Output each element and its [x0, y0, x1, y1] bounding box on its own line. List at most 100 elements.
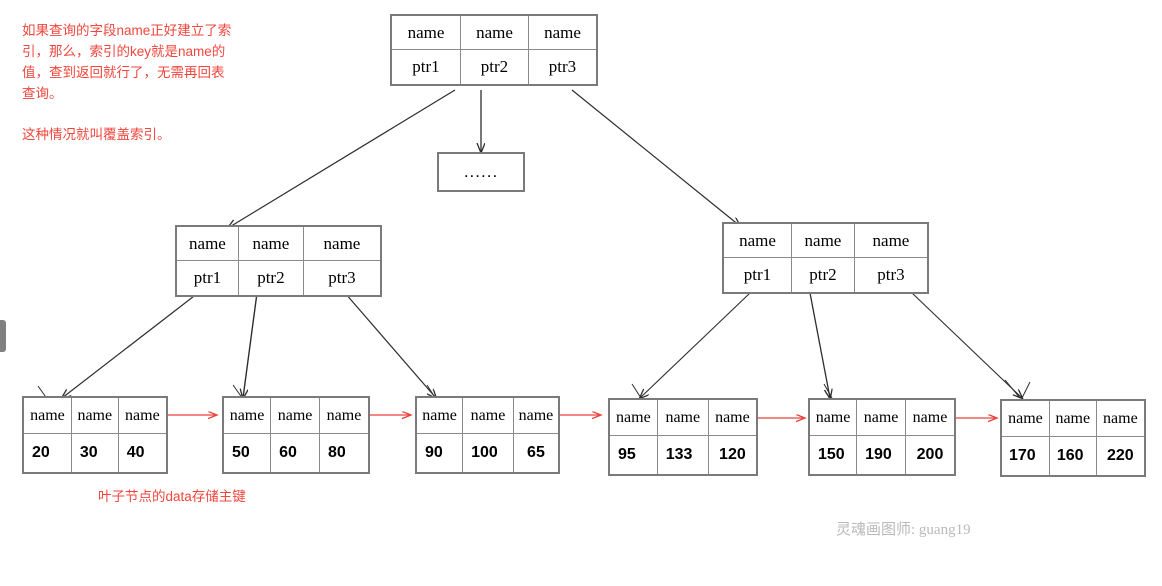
annotation-covering-index-name: 这种情况就叫覆盖索引。	[22, 127, 171, 142]
edge-right-internal-to-leaf-5	[809, 292, 830, 398]
edge-root-to-right-internal	[571, 89, 740, 226]
leaf-6-key-2: name	[1095, 401, 1144, 436]
leaf-1-key-2: name	[117, 398, 166, 433]
leaf-6-key-0: name	[1008, 409, 1043, 427]
internal-right-key-row: name name name	[724, 224, 927, 258]
root-key-row: name name name	[392, 16, 596, 50]
leaf-6-value-1: 160	[1048, 437, 1096, 475]
watermark-author: 灵魂画图师: guang19	[836, 522, 971, 538]
root-pointer-row: ptr1 ptr2 ptr3	[392, 50, 596, 84]
annotation-covering-index: 如果查询的字段name正好建立了索引，那么，索引的key就是name的值，查到返…	[22, 23, 232, 101]
internal-left-key-1: name	[237, 227, 303, 260]
leaf-5-value-row: 150 190 200	[810, 436, 954, 474]
leaf-4-value-2: 120	[707, 436, 756, 474]
leaf-node-3[interactable]: name name name 90 100 65	[415, 396, 560, 474]
internal-node-right[interactable]: name name name ptr1 ptr2 ptr3	[722, 222, 929, 294]
leaf-2-key-row: name name name	[224, 398, 368, 434]
leaf-3-value-1: 100	[462, 434, 513, 472]
leaf-5-key-row: name name name	[810, 400, 954, 436]
internal-left-key-row: name name name	[177, 227, 380, 261]
edge-right-internal-to-leaf-6	[911, 292, 1022, 398]
leaf-6-value-0: 170	[1009, 447, 1036, 464]
leaf-4-key-2: name	[707, 400, 756, 435]
internal-right-key-0: name	[739, 230, 776, 250]
sketch-tick-6	[1021, 381, 1031, 399]
leaf-1-value-row: 20 30 40	[24, 434, 166, 472]
root-pointer-1: ptr2	[460, 50, 528, 84]
leaf-1-key-row: name name name	[24, 398, 166, 434]
leaf-4-value-row: 95 133 120	[610, 436, 756, 474]
leaf-3-key-1: name	[462, 398, 513, 433]
internal-left-pointer-row: ptr1 ptr2 ptr3	[177, 261, 380, 295]
edge-right-internal-to-leaf-4	[640, 292, 751, 398]
leaf-2-value-0: 50	[232, 444, 250, 461]
leaf-5-key-2: name	[905, 400, 954, 435]
leaf-2-value-row: 50 60 80	[224, 434, 368, 472]
ellipsis-node[interactable]: ......	[437, 152, 525, 192]
internal-left-key-2: name	[302, 227, 380, 260]
leaf-node-1[interactable]: name name name 20 30 40	[22, 396, 168, 474]
leaf-4-value-1: 133	[656, 436, 708, 474]
leaf-6-value-2: 220	[1095, 437, 1144, 475]
scrollbar-handle[interactable]	[0, 320, 6, 352]
leaf-1-value-1: 30	[70, 434, 118, 472]
root-key-1: name	[460, 16, 528, 49]
edge-root-to-left-internal	[228, 89, 456, 228]
leaf-3-key-row: name name name	[417, 398, 558, 434]
leaf-3-value-row: 90 100 65	[417, 434, 558, 472]
leaf-4-key-row: name name name	[610, 400, 756, 436]
leaf-node-4[interactable]: name name name 95 133 120	[608, 398, 758, 476]
internal-right-pointer-row: ptr1 ptr2 ptr3	[724, 258, 927, 292]
leaf-3-key-2: name	[512, 398, 558, 433]
leaf-1-key-1: name	[70, 398, 118, 433]
internal-right-key-2: name	[853, 224, 927, 257]
internal-right-pointer-0: ptr1	[743, 265, 772, 284]
leaf-5-key-0: name	[815, 408, 851, 426]
leaf-1-key-0: name	[30, 406, 65, 424]
root-pointer-2: ptr3	[528, 50, 596, 84]
leaf-node-5[interactable]: name name name 150 190 200	[808, 398, 956, 476]
leaf-node-2[interactable]: name name name 50 60 80	[222, 396, 370, 474]
root-key-2: name	[528, 16, 596, 49]
leaf-3-value-0: 90	[425, 444, 443, 461]
internal-left-pointer-2: ptr3	[302, 261, 380, 295]
leaf-2-value-2: 80	[319, 434, 368, 472]
internal-right-pointer-1: ptr2	[790, 258, 854, 292]
leaf-5-value-0: 150	[818, 446, 845, 463]
internal-left-pointer-1: ptr2	[237, 261, 303, 295]
leaf-4-key-1: name	[656, 400, 708, 435]
leaf-5-key-1: name	[856, 400, 905, 435]
root-key-0: name	[407, 22, 445, 42]
leaf-6-value-row: 170 160 220	[1002, 437, 1144, 475]
leaf-2-key-1: name	[270, 398, 319, 433]
sketch-tick-5	[823, 383, 833, 399]
leaf-6-key-row: name name name	[1002, 401, 1144, 437]
internal-node-left[interactable]: name name name ptr1 ptr2 ptr3	[175, 225, 382, 297]
leaf-5-value-2: 200	[905, 436, 954, 474]
internal-left-key-0: name	[189, 233, 226, 253]
edge-left-internal-to-leaf-3	[344, 292, 436, 398]
leaf-node-6[interactable]: name name name 170 160 220	[1000, 399, 1146, 477]
leaf-4-value-0: 95	[618, 446, 636, 463]
sketch-tick-7	[1004, 379, 1021, 399]
internal-right-key-1: name	[790, 224, 854, 257]
annotation-leaf-data: 叶子节点的data存储主键	[98, 489, 246, 504]
leaf-2-value-1: 60	[270, 434, 319, 472]
leaf-4-key-0: name	[616, 408, 651, 426]
internal-left-pointer-0: ptr1	[193, 268, 222, 287]
edge-left-internal-to-leaf-1	[62, 292, 199, 398]
leaf-2-key-0: name	[229, 406, 265, 424]
root-node[interactable]: name name name ptr1 ptr2 ptr3	[390, 14, 598, 86]
leaf-2-key-2: name	[319, 398, 368, 433]
leaf-1-value-0: 20	[32, 444, 50, 461]
leaf-3-value-2: 65	[512, 434, 558, 472]
leaf-1-value-2: 40	[117, 434, 166, 472]
root-pointer-0: ptr1	[412, 57, 440, 76]
edge-left-internal-to-leaf-2	[243, 292, 258, 398]
leaf-6-key-1: name	[1048, 401, 1096, 436]
leaf-5-value-1: 190	[856, 436, 905, 474]
internal-right-pointer-2: ptr3	[853, 258, 927, 292]
leaf-3-key-0: name	[422, 406, 457, 424]
ellipsis-label: ......	[463, 162, 499, 181]
